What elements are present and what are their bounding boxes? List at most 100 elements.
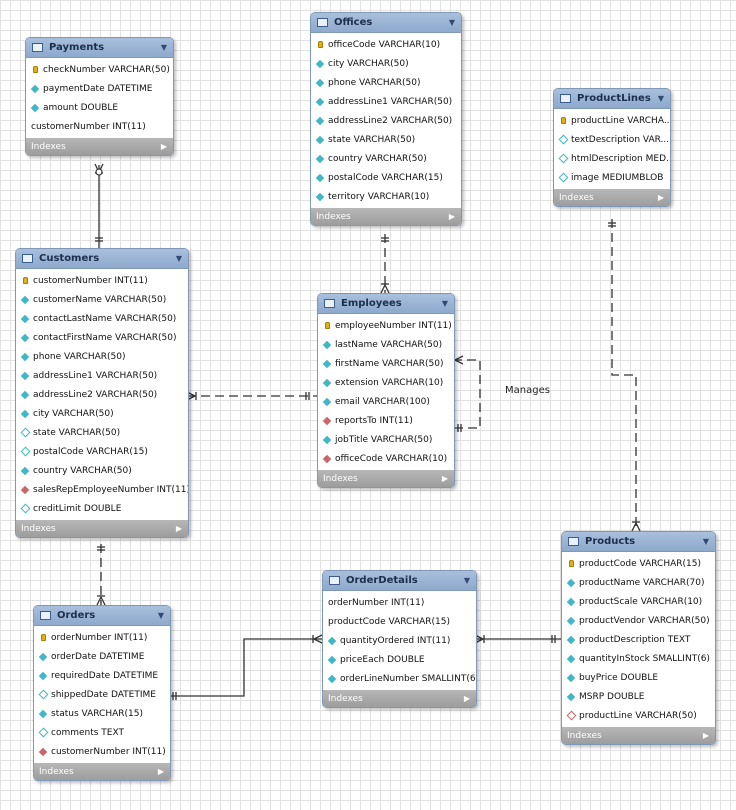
column-row[interactable]: orderNumber INT(11) [323,593,476,612]
table-header[interactable]: Customers▼ [16,249,188,269]
column-row[interactable]: reportsTo INT(11) [318,411,454,430]
column-row[interactable]: textDescription VAR... [554,130,670,149]
indexes-bar[interactable]: Indexes▶ [16,520,188,537]
column-row[interactable]: customerNumber INT(11) [26,117,173,136]
column-row[interactable]: addressLine2 VARCHAR(50) [16,385,188,404]
column-row[interactable]: MSRP DOUBLE [562,687,715,706]
table-header[interactable]: Offices▼ [311,13,461,33]
column-row[interactable]: state VARCHAR(50) [16,423,188,442]
column-row[interactable]: requiredDate DATETIME [34,666,170,685]
expand-indexes-icon[interactable]: ▶ [463,694,470,703]
column-row[interactable]: priceEach DOUBLE [323,650,476,669]
indexes-bar[interactable]: Indexes▶ [554,189,670,206]
table-productlines[interactable]: ProductLines▼ productLine VARCHA...textDe… [553,88,671,207]
column-row[interactable]: image MEDIUMBLOB [554,168,670,187]
expand-indexes-icon[interactable]: ▶ [160,142,167,151]
table-customers[interactable]: Customers▼ customerNumber INT(11)customer… [15,248,189,538]
column-row[interactable]: phone VARCHAR(50) [311,73,461,92]
column-row[interactable]: productLine VARCHA... [554,111,670,130]
column-row[interactable]: productScale VARCHAR(10) [562,592,715,611]
column-row[interactable]: email VARCHAR(100) [318,392,454,411]
column-row[interactable]: addressLine1 VARCHAR(50) [311,92,461,111]
column-row[interactable]: customerNumber INT(11) [16,271,188,290]
column-row[interactable]: comments TEXT [34,723,170,742]
column-row[interactable]: country VARCHAR(50) [16,461,188,480]
column-row[interactable]: addressLine2 VARCHAR(50) [311,111,461,130]
column-row[interactable]: phone VARCHAR(50) [16,347,188,366]
table-header[interactable]: Orders▼ [34,606,170,626]
column-row[interactable]: contactFirstName VARCHAR(50) [16,328,188,347]
collapse-caret-icon[interactable]: ▼ [175,254,182,263]
column-row[interactable]: buyPrice DOUBLE [562,668,715,687]
expand-indexes-icon[interactable]: ▶ [448,212,455,221]
indexes-bar[interactable]: Indexes▶ [311,208,461,225]
column-row[interactable]: employeeNumber INT(11) [318,316,454,335]
indexes-bar[interactable]: Indexes▶ [34,763,170,780]
column-row[interactable]: territory VARCHAR(10) [311,187,461,206]
column-row[interactable]: paymentDate DATETIME [26,79,173,98]
column-row[interactable]: country VARCHAR(50) [311,149,461,168]
column-row[interactable]: city VARCHAR(50) [311,54,461,73]
column-row[interactable]: quantityOrdered INT(11) [323,631,476,650]
collapse-caret-icon[interactable]: ▼ [157,611,164,620]
column-row[interactable]: orderNumber INT(11) [34,628,170,647]
table-products[interactable]: Products▼ productCode VARCHAR(15)productN… [561,531,716,745]
table-offices[interactable]: Offices▼ officeCode VARCHAR(10)city VARCH… [310,12,462,226]
indexes-bar[interactable]: Indexes▶ [562,727,715,744]
column-row[interactable]: productDescription TEXT [562,630,715,649]
column-row[interactable]: creditLimit DOUBLE [16,499,188,518]
column-row[interactable]: jobTitle VARCHAR(50) [318,430,454,449]
expand-indexes-icon[interactable]: ▶ [157,767,164,776]
column-row[interactable]: productLine VARCHAR(50) [562,706,715,725]
table-payments[interactable]: Payments▼ checkNumber VARCHAR(50)paymentD… [25,37,174,156]
column-row[interactable]: orderLineNumber SMALLINT(6) [323,669,476,688]
table-orders[interactable]: Orders▼ orderNumber INT(11)orderDate DATE… [33,605,171,781]
column-row[interactable]: productVendor VARCHAR(50) [562,611,715,630]
table-header[interactable]: Products▼ [562,532,715,552]
column-row[interactable]: postalCode VARCHAR(15) [311,168,461,187]
collapse-caret-icon[interactable]: ▼ [160,43,167,52]
column-row[interactable]: productCode VARCHAR(15) [562,554,715,573]
column-row[interactable]: state VARCHAR(50) [311,130,461,149]
table-header[interactable]: ProductLines▼ [554,89,670,109]
indexes-bar[interactable]: Indexes▶ [318,470,454,487]
column-row[interactable]: officeCode VARCHAR(10) [318,449,454,468]
column-row[interactable]: extension VARCHAR(10) [318,373,454,392]
expand-indexes-icon[interactable]: ▶ [702,731,709,740]
column-row[interactable]: firstName VARCHAR(50) [318,354,454,373]
column-row[interactable]: productCode VARCHAR(15) [323,612,476,631]
table-header[interactable]: Payments▼ [26,38,173,58]
collapse-caret-icon[interactable]: ▼ [448,18,455,27]
table-header[interactable]: Employees▼ [318,294,454,314]
table-employees[interactable]: Employees▼ employeeNumber INT(11)lastName… [317,293,455,488]
collapse-caret-icon[interactable]: ▼ [657,94,664,103]
column-row[interactable]: city VARCHAR(50) [16,404,188,423]
expand-indexes-icon[interactable]: ▶ [441,474,448,483]
collapse-caret-icon[interactable]: ▼ [463,576,470,585]
indexes-bar[interactable]: Indexes▶ [323,690,476,707]
column-row[interactable]: checkNumber VARCHAR(50) [26,60,173,79]
column-row[interactable]: quantityInStock SMALLINT(6) [562,649,715,668]
column-row[interactable]: salesRepEmployeeNumber INT(11) [16,480,188,499]
table-orderdetails[interactable]: OrderDetails▼ orderNumber INT(11) productC… [322,570,477,708]
column-row[interactable]: postalCode VARCHAR(15) [16,442,188,461]
column-text: orderNumber INT(11) [328,597,425,608]
column-row[interactable]: addressLine1 VARCHAR(50) [16,366,188,385]
column-row[interactable]: amount DOUBLE [26,98,173,117]
column-row[interactable]: orderDate DATETIME [34,647,170,666]
expand-indexes-icon[interactable]: ▶ [657,193,664,202]
column-row[interactable]: customerNumber INT(11) [34,742,170,761]
column-row[interactable]: productName VARCHAR(70) [562,573,715,592]
column-row[interactable]: status VARCHAR(15) [34,704,170,723]
table-header[interactable]: OrderDetails▼ [323,571,476,591]
column-row[interactable]: customerName VARCHAR(50) [16,290,188,309]
column-row[interactable]: lastName VARCHAR(50) [318,335,454,354]
indexes-bar[interactable]: Indexes▶ [26,138,173,155]
column-row[interactable]: shippedDate DATETIME [34,685,170,704]
collapse-caret-icon[interactable]: ▼ [441,299,448,308]
column-row[interactable]: htmlDescription MED... [554,149,670,168]
column-row[interactable]: officeCode VARCHAR(10) [311,35,461,54]
column-row[interactable]: contactLastName VARCHAR(50) [16,309,188,328]
expand-indexes-icon[interactable]: ▶ [175,524,182,533]
collapse-caret-icon[interactable]: ▼ [702,537,709,546]
